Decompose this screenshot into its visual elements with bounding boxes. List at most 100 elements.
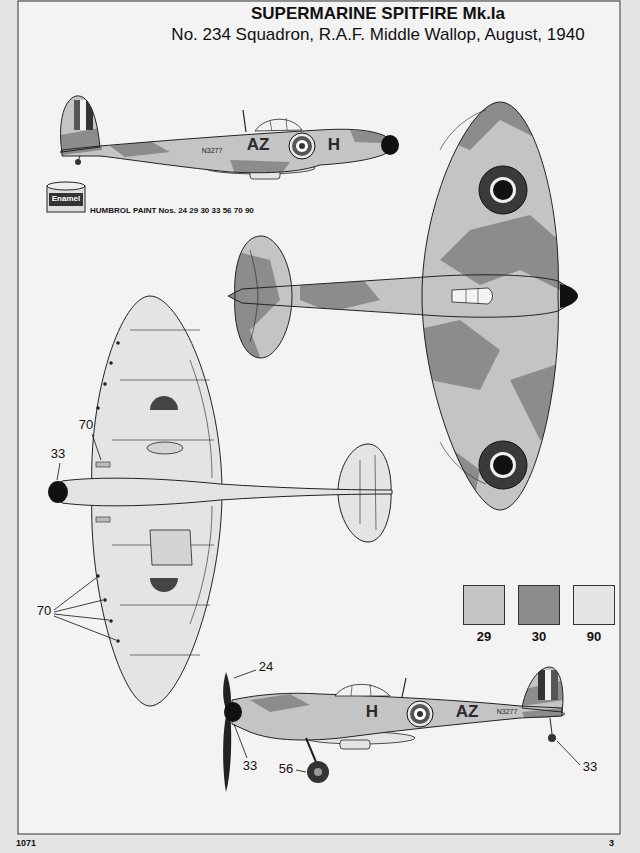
side-view — [223, 667, 565, 792]
paint-number: 30 — [532, 630, 546, 645]
top-view — [479, 166, 527, 214]
side-view — [307, 761, 329, 783]
side-view — [407, 701, 433, 727]
underside-view — [52, 478, 392, 506]
side-view — [75, 159, 81, 165]
callout-number: 24 — [259, 660, 273, 675]
paint-tin — [47, 182, 85, 212]
underside-view — [109, 619, 113, 623]
top-view — [490, 177, 516, 203]
aircraft-letter: H — [328, 135, 340, 155]
underside-view — [48, 481, 68, 503]
serial-number: N3277 — [497, 708, 518, 716]
side-view — [335, 684, 390, 696]
camouflage — [80, 100, 86, 130]
side-view — [270, 121, 272, 131]
leader-line — [234, 724, 247, 758]
top-view — [422, 102, 558, 510]
page-frame — [18, 1, 620, 834]
top-view — [452, 288, 493, 304]
underside-view — [150, 396, 178, 410]
subtitle: No. 234 Squadron, R.A.F. Middle Wallop, … — [171, 25, 584, 45]
serial-number: N3277 — [202, 147, 223, 155]
leader-line — [54, 578, 96, 610]
underside-view — [150, 530, 192, 565]
side-view — [414, 708, 426, 720]
side-view — [224, 702, 242, 722]
paint-number: 29 — [477, 630, 491, 645]
camouflage — [415, 320, 500, 390]
aircraft-letter: H — [366, 702, 378, 722]
callout-number: 70 — [37, 604, 51, 619]
side-view — [243, 110, 246, 132]
squadron-code: AZ — [247, 135, 270, 155]
side-view — [232, 693, 562, 740]
callout-number: 33 — [51, 447, 65, 462]
side-view — [550, 718, 552, 734]
callout-number: 33 — [583, 760, 597, 775]
side-view — [548, 734, 556, 742]
side-view — [255, 119, 302, 131]
camouflage — [551, 670, 558, 700]
side-view — [62, 129, 393, 172]
camouflage — [420, 440, 480, 520]
camouflage — [230, 160, 290, 176]
side-view — [370, 684, 371, 696]
color-swatch — [573, 585, 615, 625]
leader-line — [92, 434, 101, 460]
underside-view — [96, 406, 100, 410]
top-view — [228, 96, 578, 520]
paint-list: HUMBROL PAINT Nos. 24 29 30 33 56 70 90 — [90, 206, 254, 215]
side-view — [417, 711, 423, 717]
paint-tin — [49, 193, 83, 206]
camouflage — [230, 96, 570, 520]
side-view — [314, 768, 322, 776]
side-view — [381, 135, 399, 155]
paint-number: 90 — [587, 630, 601, 645]
top-view — [228, 275, 574, 317]
side-view — [296, 140, 308, 152]
side-view — [289, 133, 315, 159]
paint-tin — [47, 182, 85, 190]
leader-line — [54, 616, 116, 640]
side-view — [299, 143, 305, 149]
leader-line — [57, 463, 60, 480]
side-view — [62, 129, 393, 172]
side-view — [402, 678, 406, 697]
camouflage — [510, 360, 570, 440]
underside-view — [116, 341, 120, 345]
side-view — [60, 96, 399, 179]
top-view — [478, 288, 479, 304]
leader-line — [234, 670, 256, 678]
side-view — [223, 712, 231, 792]
side-view — [292, 136, 312, 156]
camouflage — [436, 726, 470, 740]
top-view — [493, 180, 513, 200]
camouflage — [60, 100, 388, 176]
callout-number: 33 — [243, 759, 257, 774]
camouflage — [74, 100, 80, 130]
underside-view — [109, 361, 113, 365]
sheet-title: SUPERMARINE SPITFIRE Mk.Ia — [251, 4, 505, 24]
underside-view — [103, 598, 107, 602]
underside-view — [116, 639, 120, 643]
top-view — [235, 236, 292, 358]
tin-label: Enamel — [52, 194, 80, 203]
callout-number: 56 — [279, 762, 293, 777]
callout-number: 70 — [79, 418, 93, 433]
camouflage — [250, 694, 310, 712]
underside-view — [96, 517, 110, 522]
top-view — [479, 441, 527, 489]
camouflage — [545, 670, 551, 700]
camouflage — [230, 250, 280, 362]
underside-view — [112, 330, 376, 655]
top-view — [493, 455, 513, 475]
underside-view — [48, 296, 392, 706]
camouflage — [110, 141, 170, 157]
camouflage — [420, 96, 540, 150]
top-view — [466, 289, 467, 303]
part-number: 1071 — [16, 838, 36, 848]
underside-view — [147, 442, 183, 454]
